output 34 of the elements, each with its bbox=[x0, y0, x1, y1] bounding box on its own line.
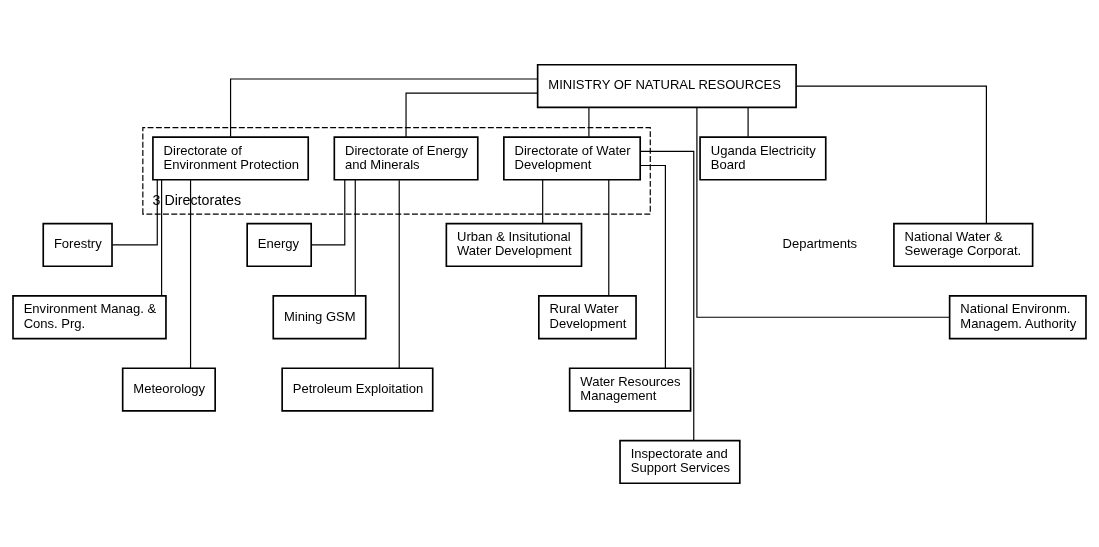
connector bbox=[608, 178, 610, 296]
connector bbox=[229, 77, 538, 137]
connector bbox=[405, 92, 539, 138]
node-box: Energy bbox=[246, 222, 313, 267]
connector bbox=[354, 178, 356, 296]
node-box: Urban & Insitutional Water Development bbox=[445, 222, 583, 267]
connector bbox=[639, 150, 695, 441]
connector bbox=[696, 106, 950, 318]
node-box: Meteorology bbox=[121, 366, 216, 412]
connector bbox=[398, 179, 400, 369]
node-box: Directorate of Water Development bbox=[503, 135, 642, 181]
connector bbox=[111, 178, 158, 246]
connector bbox=[542, 178, 544, 224]
node-box: Water Resources Management bbox=[568, 366, 692, 412]
node-box: Directorate of Environment Protection bbox=[152, 135, 310, 181]
connector bbox=[639, 164, 666, 369]
node-box: Petroleum Exploitation bbox=[281, 366, 434, 412]
connector bbox=[588, 106, 590, 137]
node-box: Uganda Electricity Board bbox=[699, 135, 827, 181]
node-box: MINISTRY OF NATURAL RESOURCES bbox=[536, 63, 797, 108]
label: Departments bbox=[782, 235, 858, 251]
node-box: Inspectorate and Support Services bbox=[619, 439, 741, 484]
connector bbox=[189, 179, 192, 369]
node-box: Mining GSM bbox=[272, 294, 367, 339]
node-box: Directorate of Energy and Minerals bbox=[333, 135, 479, 181]
connector bbox=[310, 178, 346, 246]
node-box: Forestry bbox=[42, 222, 113, 267]
connector bbox=[747, 106, 749, 137]
node-box: National Environm. Managem. Authority bbox=[948, 294, 1087, 339]
connector bbox=[795, 85, 987, 224]
node-box: Rural Water Development bbox=[538, 294, 637, 339]
connector bbox=[161, 178, 163, 296]
node-box: National Water & Sewerage Corporat. bbox=[893, 222, 1034, 267]
node-box: Environment Manag. & Cons. Prg. bbox=[12, 294, 167, 339]
